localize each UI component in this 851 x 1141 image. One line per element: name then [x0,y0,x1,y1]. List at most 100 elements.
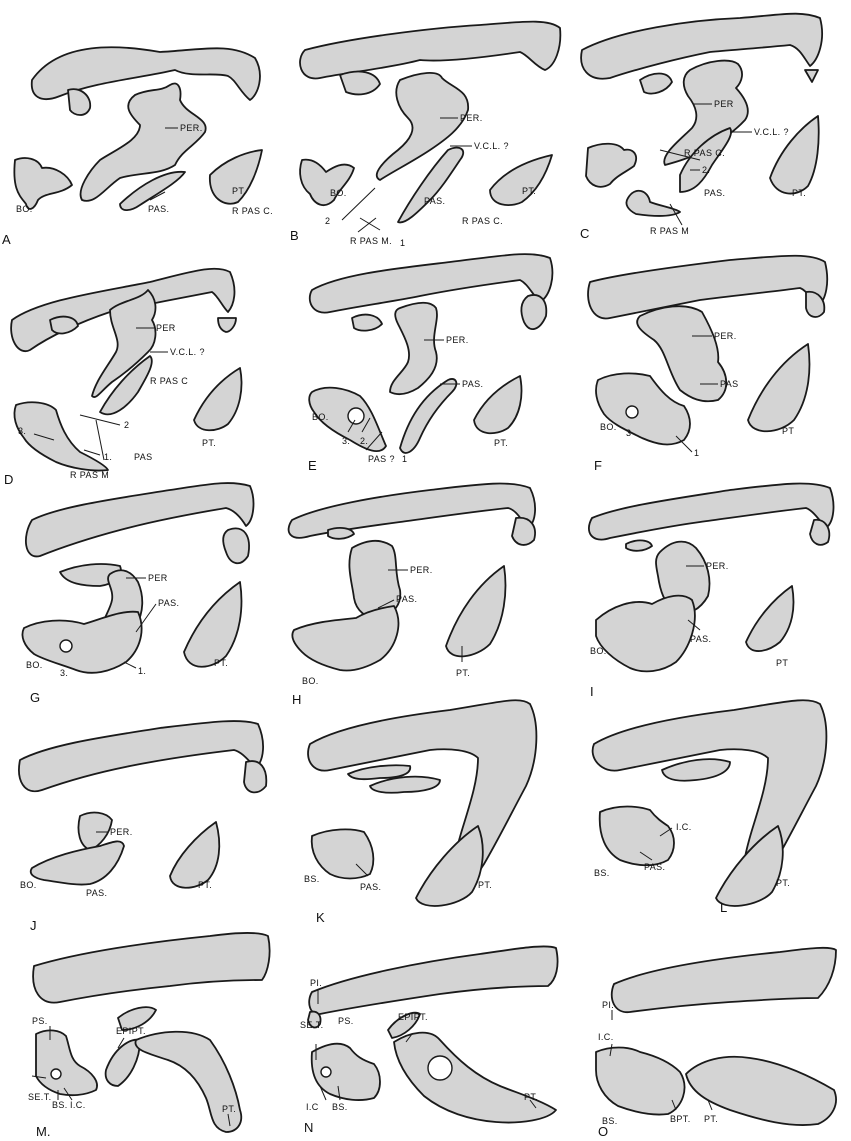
bone-shape [662,759,730,781]
bone-shape [223,528,249,563]
label-set: SE.T. [300,1020,324,1030]
label-per: PER. [110,827,133,837]
label-3: 3. [60,668,68,678]
bone-shape [328,528,354,539]
bone-shape [446,566,505,656]
panel-k: BS. PAS. PT. K [304,700,536,925]
label-2: 2. [702,165,710,175]
label-r-pas-c: R PAS C [150,376,188,386]
bone-shape [170,822,219,888]
label-bs: BS. [52,1100,68,1110]
label-bs: BS. [304,874,320,884]
bone-shape [19,721,263,791]
bone-shape [218,318,236,332]
panel-letter: C [580,226,589,241]
panel-letter: M. [36,1124,50,1139]
bone-shape [640,74,672,94]
label-pi: PI. [602,1000,614,1010]
bone-shape [394,1033,556,1123]
bone-shape [416,826,483,906]
bone-shape [352,315,382,331]
bone-shape [135,1032,241,1132]
label-pt: PT. [792,188,806,198]
bone-shape [14,402,108,470]
label-pt: PT. [202,438,216,448]
label-pt: PT. [524,1092,538,1102]
label-vcl: V.C.L. ? [474,141,509,151]
label-pt: PT. [522,186,536,196]
label-ic: I.C [306,1102,319,1112]
label-per: PER. [714,331,737,341]
bone-shape [33,933,269,1003]
label-pas: PAS. [158,598,179,608]
bone-shape [194,368,242,430]
label-pt: PT [782,426,794,436]
label-pt: PT. [222,1104,236,1114]
label-pas-q: PAS ? [368,454,395,464]
bone-shape [586,144,636,187]
bone-shape [596,596,695,672]
label-pt: PT. [704,1114,718,1124]
bone-shape [340,72,380,95]
label-r-pas-m: R PAS M. [350,236,392,246]
label-per: PER [156,323,176,333]
bone-shape [588,256,827,319]
label-3: 3 [626,428,631,438]
bone-shape [26,483,254,556]
panel-c: PER V.C.L. ? R PAS C. 2. PAS. PT. R PAS … [580,14,822,241]
panel-letter: E [308,458,317,473]
bone-shape [184,582,241,667]
bone-shape [81,83,206,200]
label-pt: PT. [232,186,246,196]
label-pt: PT. [214,658,228,668]
label-vcl: V.C.L. ? [754,127,789,137]
bone-shape [370,777,440,793]
bone-shape [312,829,374,878]
label-per: PER. [460,113,483,123]
bone-shape [810,520,829,545]
bone-shape [746,586,794,651]
label-r-pas-c: R PAS C. [684,148,725,158]
panel-letter: K [316,910,325,925]
label-per: PER. [706,561,729,571]
label-pas: PAS. [396,594,417,604]
label-pas: PAS. [690,634,711,644]
panel-d: PER V.C.L. ? R PAS C 2 3. 1. PAS PT. R P… [4,269,242,487]
bone-shape [244,761,266,792]
bone-shape [596,1048,684,1115]
label-bs: BS. [594,868,610,878]
panel-letter: L [720,900,727,915]
label-pt: PT [776,658,788,668]
label-3: 3. [342,436,350,446]
label-per: PER. [180,123,203,133]
bone-shape [36,1030,97,1095]
label-1: 1. [138,666,146,676]
label-per: PER. [410,565,433,575]
bone-shape [626,540,652,550]
label-per: PER [148,573,168,583]
label-bo: BO. [590,646,607,656]
bone-shape [292,606,398,671]
bone-shape [521,295,546,329]
label-2: 2 [325,216,330,226]
bone-shape [300,160,354,206]
label-pas: PAS. [360,882,381,892]
bone-shape [106,1040,140,1086]
bone-shape [289,484,536,538]
label-bo: BO. [26,660,43,670]
label-per: PER. [446,335,469,345]
panel-j: PER. BO. PAS. PT. J [19,721,266,933]
label-r-pas-m: R PAS M [650,226,689,236]
label-bo: BO. [20,880,37,890]
label-bo: BO. [312,412,329,422]
bone-shape [805,70,818,82]
label-pas: PAS. [704,188,725,198]
label-3: 3. [18,426,26,436]
panel-letter: A [2,232,11,247]
bone-shape [612,948,836,1012]
bone-shape [300,22,560,79]
label-ps: PS. [338,1016,354,1026]
label-pt: PT. [494,438,508,448]
label-1: 1 [694,448,699,458]
